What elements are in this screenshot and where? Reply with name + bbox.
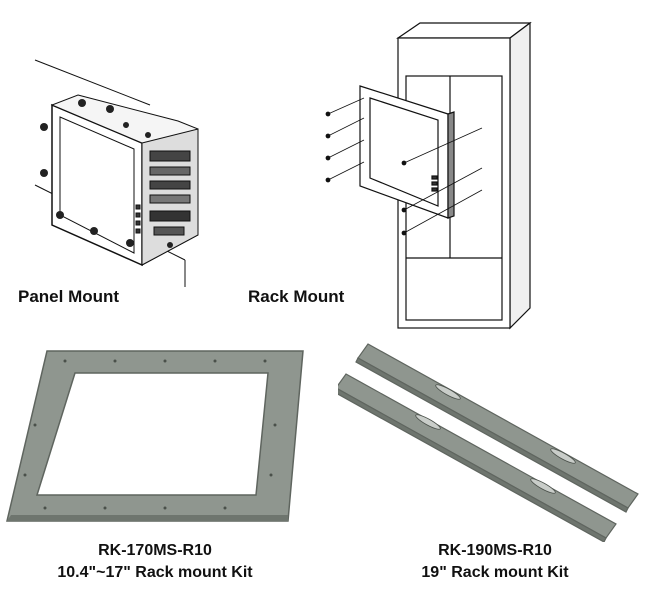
kit-right-caption: RK-190MS-R10 19" Rack mount Kit [360,540,630,584]
kit-left-model: RK-170MS-R10 [98,542,212,559]
rack-mount-label: Rack Mount [248,287,345,306]
panel-mount-label: Panel Mount [18,287,120,306]
rack-bracket-kit-image [338,343,639,542]
rack-mount-illustration [325,21,532,330]
kit-left-caption: RK-170MS-R10 10.4"~17" Rack mount Kit [20,540,290,584]
kit-right-description: 19" Rack mount Kit [421,564,569,581]
panel-mount-illustration [34,59,199,287]
rack-frame-kit-image [6,350,304,522]
kit-right-model: RK-190MS-R10 [438,542,552,559]
kit-left-description: 10.4"~17" Rack mount Kit [57,564,253,581]
